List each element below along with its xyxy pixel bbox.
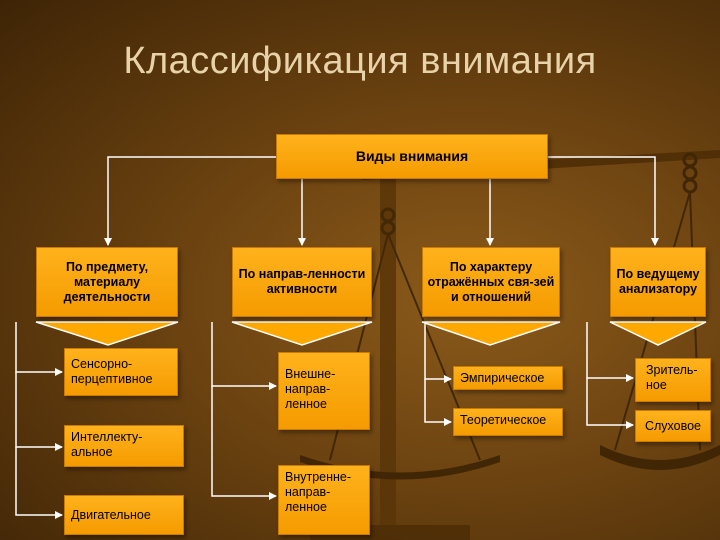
item-internally-directed: Внутренне-направ-ленное (278, 465, 370, 535)
triangle-4 (609, 321, 707, 346)
item-auditory: Слуховое (635, 410, 711, 442)
category-direction: По направ-ленности активности (232, 247, 372, 317)
item-empirical: Эмпирическое (453, 366, 563, 390)
item-connectors (15, 322, 634, 519)
slide-title: Классификация внимания (123, 40, 597, 82)
item-externally-directed: Внешне-направ-ленное (278, 352, 370, 430)
triangle-1 (35, 321, 179, 346)
item-sensory-perceptual: Сенсорно-перцептивное (64, 348, 178, 396)
category-relations: По характеру отражённых свя-зей и отноше… (422, 247, 560, 317)
root-connectors (104, 156, 659, 246)
item-visual: Зритель-ное (635, 358, 711, 402)
category-triangles (35, 321, 707, 346)
category-subject: По предмету, материалу деятельности (36, 247, 178, 317)
item-theoretical: Теоретическое (453, 408, 563, 436)
category-analyzer: По ведущему анализатору (610, 247, 706, 317)
triangle-3 (421, 321, 561, 346)
triangle-2 (231, 321, 373, 346)
item-motor: Двигательное (64, 495, 184, 535)
root-box: Виды внимания (276, 134, 548, 179)
item-intellectual: Интеллекту-альное (64, 425, 184, 467)
